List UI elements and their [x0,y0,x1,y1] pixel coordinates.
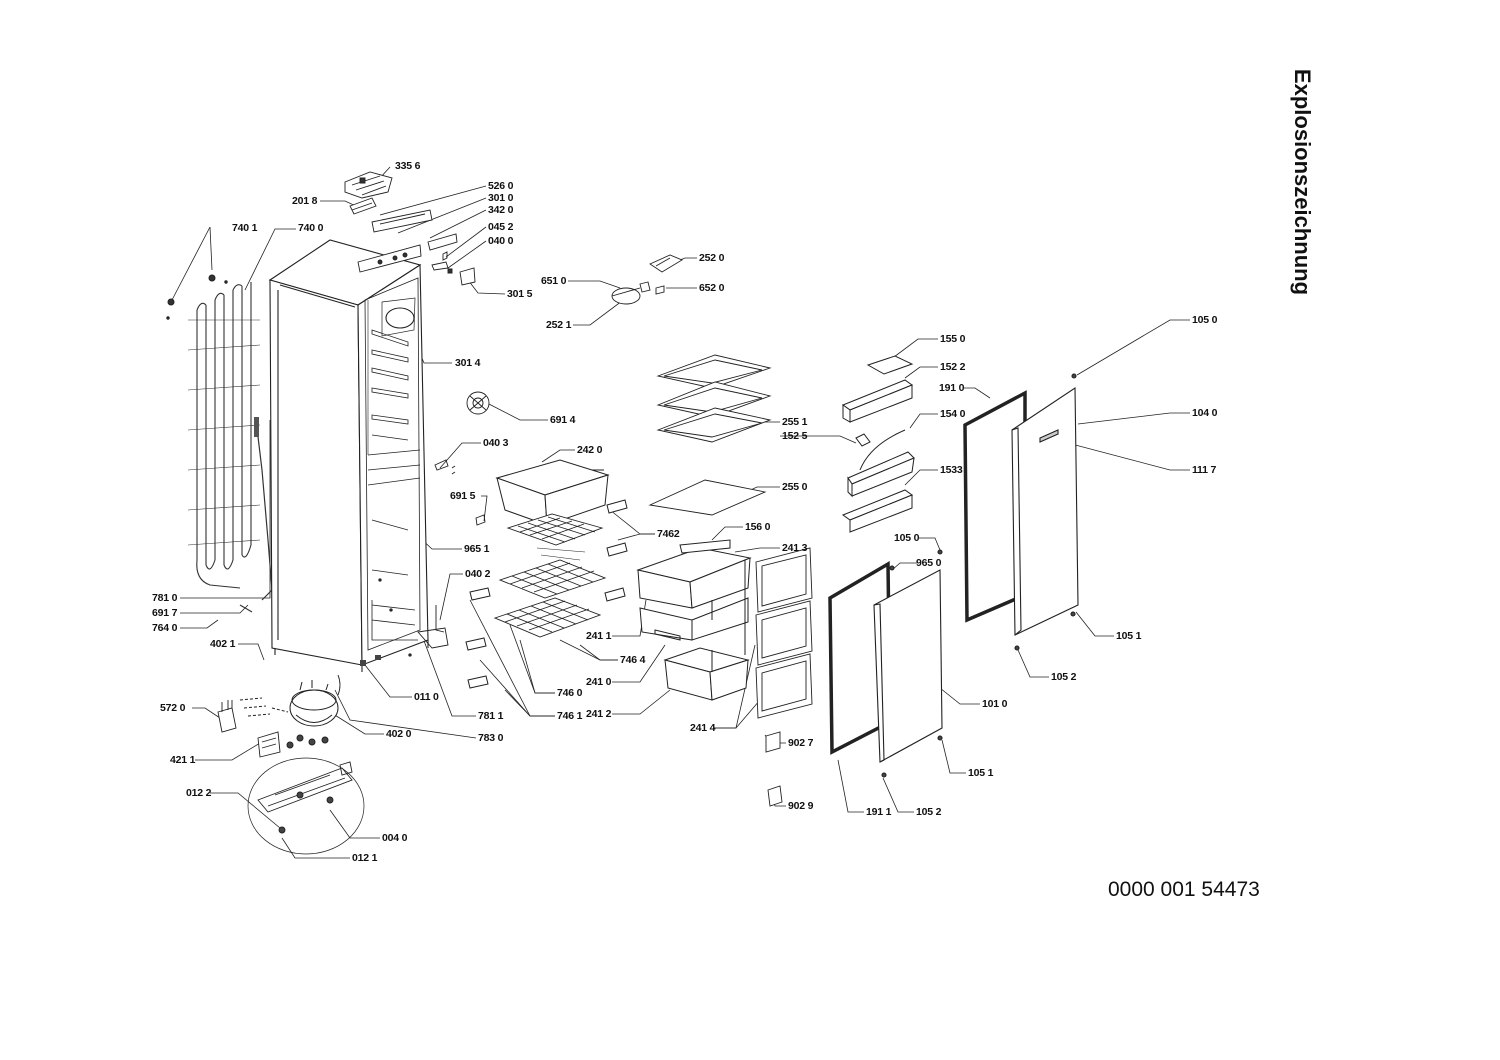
callout-label: 526 0 [488,180,514,192]
callout-label: 241 0 [586,676,612,688]
callout-label: 781 1 [478,710,504,722]
callout-label: 040 3 [483,437,509,449]
callout-label: 781 0 [152,592,178,604]
freezer-drawers [638,540,750,700]
callout-label: 152 2 [940,361,966,373]
callout-label: 965 0 [916,557,942,569]
callout-label: 012 1 [352,852,378,864]
callout-label: 252 0 [699,252,725,264]
callout-label: 152 5 [782,430,808,442]
callout-label: 154 0 [940,408,966,420]
callout-label: 402 1 [210,638,236,650]
callout-label: 691 4 [550,414,576,426]
callout-label: 104 0 [1192,407,1218,419]
cabinet-body [270,240,428,672]
callout-label: 004 0 [382,832,408,844]
callout-label: 746 1 [557,710,583,722]
callout-label: 242 0 [577,444,603,456]
callout-label: 691 7 [152,607,178,619]
callout-label: 011 0 [414,691,439,703]
callout-label: 105 0 [894,532,920,544]
callout-label: 255 0 [782,481,808,493]
callout-label: 105 2 [916,806,942,818]
document-number: 0000 001 54473 [1108,878,1260,901]
callout-label: 7462 [657,528,680,540]
callout-label: 191 0 [939,382,965,394]
callout-label: 040 0 [488,235,514,247]
compressor-group [240,680,338,748]
callout-label: 746 0 [557,687,583,699]
drawer-fronts [756,548,812,718]
callout-label: 572 0 [160,702,186,714]
callout-label: 783 0 [478,732,504,744]
wire-shelves [495,514,605,637]
callout-label: 155 0 [940,333,966,345]
callout-label: 740 0 [298,222,324,234]
callout-label: 746 4 [620,654,646,666]
relay-and-overload [218,700,280,757]
callout-label: 105 1 [968,767,994,779]
callout-label: 764 0 [152,622,178,634]
callout-label: 191 1 [866,806,892,818]
callout-label: 252 1 [546,319,572,331]
callout-label: 402 0 [386,728,412,740]
upper-door [938,374,1078,650]
callout-label: 156 0 [745,521,771,533]
crisper-box [497,460,608,525]
callout-label: 105 2 [1051,671,1077,683]
callout-label: 651 0 [541,275,567,287]
callout-label: 902 7 [788,737,814,749]
door-bins [843,356,914,532]
callout-label: 965 1 [464,543,490,555]
callout-label: 241 3 [782,542,808,554]
callout-label: 335 6 [395,160,421,172]
callout-label: 105 0 [1192,314,1218,326]
callout-label: 902 9 [788,800,814,812]
callout-label: 691 5 [450,490,476,502]
drain-tube [240,417,272,612]
condenser-coil [188,282,260,588]
callout-label: 241 2 [586,708,612,720]
callout-label: 040 2 [465,568,491,580]
callout-label: 012 2 [186,787,212,799]
handles-bottom [766,732,782,806]
callout-label: 201 8 [292,195,318,207]
page-title: Explosionszeichnung [1290,68,1315,296]
misc-small-parts [338,392,489,695]
leader-lines [172,167,1190,858]
callout-label: 301 5 [507,288,533,300]
shelf-brackets [466,500,627,688]
callout-label: 301 0 [488,192,514,204]
callout-label: 1533 [940,464,963,476]
callout-label: 105 1 [1116,630,1142,642]
lamp-parts [612,255,682,304]
callout-label: 111 7 [1192,464,1217,476]
callout-label: 241 4 [690,722,716,734]
callout-label: 101 0 [982,698,1008,710]
callout-label: 652 0 [699,282,725,294]
callout-label: 045 2 [488,221,514,233]
callout-label: 255 1 [782,416,808,428]
lower-door [830,564,942,777]
callout-label: 301 4 [455,357,481,369]
callout-label: 342 0 [488,204,514,216]
control-panel-parts [345,172,475,285]
glass-shelves [650,355,770,515]
callout-label: 421 1 [170,754,196,766]
callout-label: 740 1 [232,222,258,234]
condenser-clips [167,275,227,319]
callout-label: 241 1 [586,630,612,642]
machine-base [248,758,364,854]
